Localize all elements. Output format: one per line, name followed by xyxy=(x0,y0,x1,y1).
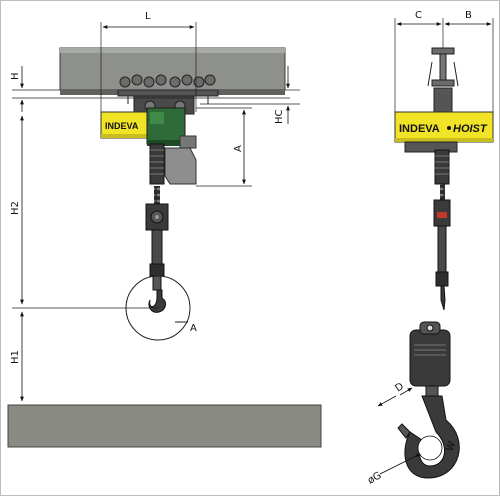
beam-section xyxy=(427,47,459,113)
dim-l: L xyxy=(100,11,197,112)
dim-c: C xyxy=(394,10,444,112)
dim-g-label: øG xyxy=(366,470,384,486)
dim-h1-label: H1 xyxy=(10,350,21,364)
dim-c-label: C xyxy=(415,10,422,21)
dim-a-side: A xyxy=(196,107,252,187)
dim-h1: H1 xyxy=(10,311,24,402)
dim-l-label: L xyxy=(145,11,151,22)
right-gear-unit xyxy=(404,141,458,185)
dim-h2: H2 xyxy=(10,115,158,309)
hook-detail xyxy=(397,321,460,479)
handle-tube xyxy=(149,229,165,291)
dim-hc-label: HC xyxy=(274,109,285,124)
chain-upper xyxy=(154,186,160,206)
dim-w: W xyxy=(444,440,458,453)
dim-b: B xyxy=(444,10,494,112)
control-box-large: INDEVA HOIST xyxy=(394,111,494,143)
load-block xyxy=(145,203,169,231)
dim-a-side-label: A xyxy=(233,145,244,152)
i-beam xyxy=(59,47,286,95)
gear-unit xyxy=(149,135,197,185)
dim-d: D xyxy=(377,381,413,407)
big-logo-left-text: INDEVA xyxy=(399,123,440,135)
big-logo-right-text: HOIST xyxy=(453,123,488,135)
right-chain xyxy=(440,184,445,200)
right-handle-tube xyxy=(435,225,449,311)
small-logo-text: INDEVA xyxy=(105,121,139,131)
floor xyxy=(7,404,322,448)
control-box-small: INDEVA xyxy=(100,111,148,139)
dim-w-label: W xyxy=(444,440,458,453)
hook xyxy=(148,289,167,313)
detail-label-a: A xyxy=(190,323,197,334)
logo-dot-icon xyxy=(447,126,451,130)
dim-h2-label: H2 xyxy=(10,201,21,215)
dim-b-label: B xyxy=(465,10,472,21)
dim-h: H xyxy=(10,66,290,112)
dim-h-label: H xyxy=(10,72,21,80)
motor-body xyxy=(146,107,186,146)
right-load-block xyxy=(433,199,451,227)
dim-hc: HC xyxy=(200,66,300,124)
